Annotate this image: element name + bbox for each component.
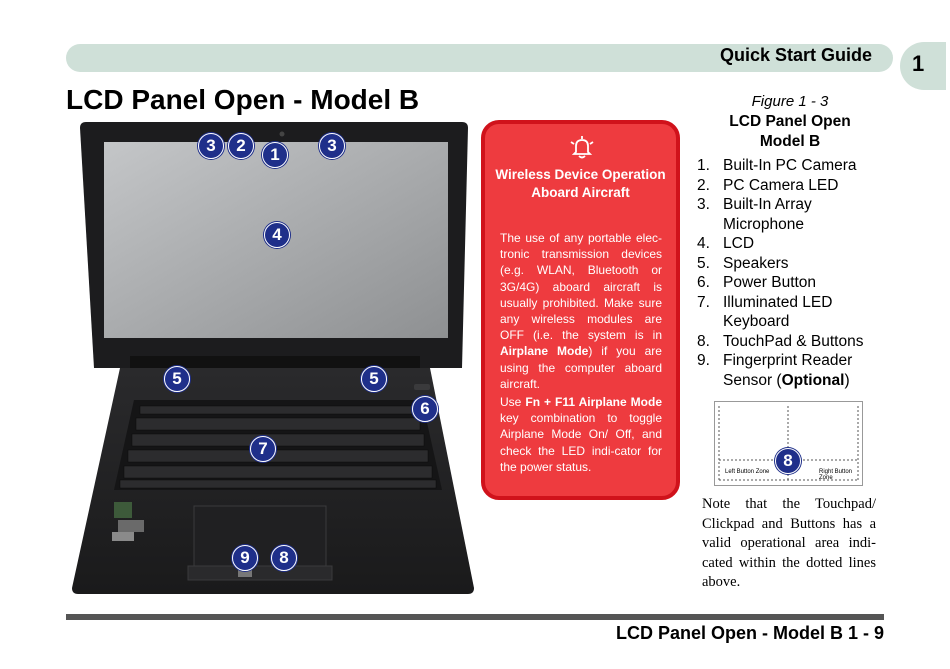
legend-item: 7. Illuminated LED Keyboard (697, 293, 897, 332)
footer-bar (66, 614, 884, 620)
legend-text: Speakers (723, 254, 789, 272)
legend-text-after: ) (844, 371, 850, 389)
right-button-zone-label: Right Button Zone (819, 469, 853, 481)
legend-item: 6. Power Button (697, 273, 897, 293)
legend-text: Power Button (723, 274, 817, 291)
chapter-number: 1 (912, 51, 925, 76)
keyboard-keys (119, 405, 437, 489)
legend-number: 1. (697, 157, 710, 174)
figure-legend: 1. Built-In PC Camera 2. PC Camera LED 3. B… (697, 156, 897, 390)
laptop-illustration (72, 122, 474, 594)
warning-p2-bold: Fn + F11 Airplane Mode (525, 395, 662, 409)
header-bar (66, 44, 893, 72)
callout-9: 9 (232, 545, 258, 571)
legend-number: 3. (697, 196, 710, 213)
legend-number: 6. (697, 274, 710, 291)
callout-5-left: 5 (164, 366, 190, 392)
callout-3-left: 3 (198, 133, 224, 159)
legend-number: 2. (697, 176, 710, 194)
footer-page-label: LCD Panel Open - Model B 1 - 9 (615, 623, 884, 643)
legend-item: 4. LCD (697, 234, 897, 254)
legend-text-main: Fingerprint Reader Sensor ( (723, 352, 853, 389)
warning-p2-text-a: Use (500, 395, 526, 409)
legend-item: 5. Speakers (697, 254, 897, 274)
warning-p1-bold: Airplane Mode (500, 344, 589, 359)
figure-number: Figure 1 - 3 (751, 93, 829, 110)
legend-item: 9. Fingerprint Reader Sensor (Optional) (697, 351, 897, 390)
legend-item: 3. Built-In Array Microphone (697, 195, 897, 234)
left-button-zone-label: Left Button Zone (725, 469, 770, 475)
sticker-2 (118, 520, 144, 532)
legend-item: 8. TouchPad & Buttons (697, 332, 897, 352)
legend-number: 5. (697, 254, 710, 272)
warning-p1-text-a: The use of any portable elec-tronic tran… (500, 231, 662, 343)
legend-text: TouchPad & Buttons (723, 332, 864, 350)
hinge (130, 356, 420, 370)
sticker-1 (114, 502, 132, 518)
callout-2: 2 (228, 133, 254, 159)
legend-text-bold: Optional (781, 371, 845, 389)
airplane-bell-icon (570, 136, 594, 159)
legend-number: 8. (697, 332, 710, 350)
aircraft-warning-box: Wireless Device Operation Aboard Aircraf… (481, 120, 680, 500)
legend-text: Fingerprint Reader Sensor (Optional) (723, 351, 897, 390)
camera-lens (279, 131, 285, 137)
chapter-tab (900, 42, 946, 90)
fingerprint-sensor (238, 568, 252, 577)
touchpad-buttons (187, 565, 333, 581)
callout-3-right: 3 (319, 133, 345, 159)
warning-paragraph-1: The use of any portable elec-tronic tran… (500, 230, 662, 392)
page-title: LCD Panel Open - Model B (66, 84, 420, 115)
legend-number: 9. (697, 352, 710, 369)
callout-4: 4 (264, 222, 290, 248)
touchpad (193, 505, 327, 569)
legend-number: 4. (697, 235, 710, 252)
power-button (414, 384, 430, 390)
callout-7: 7 (250, 436, 276, 462)
callout-8-diagram: 8 (775, 448, 801, 474)
callout-5-right: 5 (361, 366, 387, 392)
legend-text: Illuminated LED Keyboard (723, 293, 833, 331)
legend-text: PC Camera LED (723, 176, 839, 194)
touchpad-note: Note that the Touchpad/ Clickpad and But… (702, 496, 876, 590)
callout-8: 8 (271, 545, 297, 571)
warning-paragraph-2: Use Fn + F11 Airplane Mode key combinati… (500, 394, 662, 475)
warning-title: Wireless Device Operation Aboard Aircraf… (495, 167, 666, 200)
warning-p1-text-b: ) if you are using the computer aboard a… (500, 344, 662, 391)
warning-p2-text-b: key combination to toggle Airplane Mode … (500, 411, 662, 474)
legend-text: LCD (723, 235, 755, 252)
sticker-3 (112, 532, 134, 541)
legend-number: 7. (697, 293, 710, 311)
legend-item: 2. PC Camera LED (697, 176, 897, 196)
legend-text: Built-In PC Camera (723, 157, 857, 174)
legend-text: Built-In Array Microphone (723, 196, 812, 233)
guide-title: Quick Start Guide (719, 45, 872, 65)
callout-1: 1 (262, 142, 288, 168)
callout-6: 6 (412, 396, 438, 422)
legend-item: 1. Built-In PC Camera (697, 156, 897, 176)
